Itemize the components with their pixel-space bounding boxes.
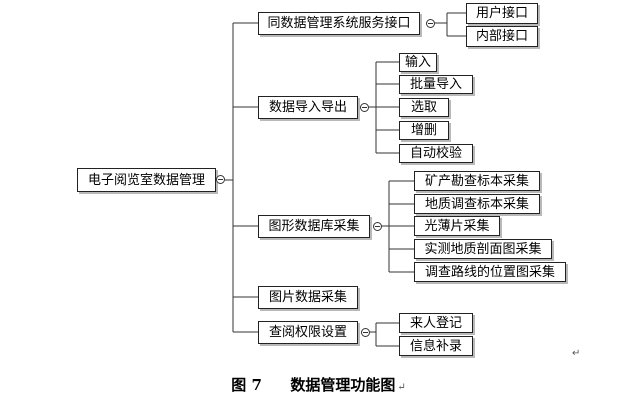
branch-node-graphic-db: 图形数据库采集 — [258, 215, 370, 238]
leaf-node: 内部接口 — [466, 26, 538, 47]
branch-node-image-collection: 图片数据采集 — [258, 286, 358, 309]
branch-label: 图形数据库采集 — [268, 219, 360, 234]
leaf-label: 实测地质剖面图采集 — [424, 241, 542, 257]
root-collapse-icon[interactable] — [216, 175, 225, 184]
branch-node-import-export: 数据导入导出 — [258, 96, 358, 119]
leaf-label: 增删 — [410, 123, 437, 138]
root-node: 电子阅览室数据管理 — [77, 168, 216, 192]
leaf-node: 批量导入 — [399, 75, 473, 94]
branch-label: 数据导入导出 — [268, 100, 347, 115]
branch-collapse-icon[interactable] — [426, 19, 435, 28]
leaf-label: 自动校验 — [409, 146, 462, 161]
branch-label: 查阅权限设置 — [268, 325, 347, 340]
leaf-node: 用户接口 — [466, 3, 538, 24]
caption-return-mark: ↵ — [397, 382, 406, 393]
paragraph-return-mark: ↵ — [572, 348, 581, 359]
leaf-node: 选取 — [399, 98, 449, 117]
leaf-node: 实测地质剖面图采集 — [414, 239, 552, 259]
leaf-node: 信息补录 — [399, 336, 473, 356]
leaf-label: 选取 — [410, 100, 437, 115]
branch-label: 同数据管理系统服务接口 — [267, 16, 411, 31]
caption-label: 图 7 — [231, 376, 262, 394]
branch-collapse-icon[interactable] — [373, 222, 382, 231]
branch-node-service-interface: 同数据管理系统服务接口 — [258, 12, 420, 35]
leaf-node: 输入 — [399, 53, 437, 72]
leaf-label: 调查路线的位置图采集 — [424, 264, 555, 280]
leaf-node: 矿产勘查标本采集 — [414, 171, 540, 191]
leaf-node: 自动校验 — [399, 144, 473, 163]
branch-collapse-icon[interactable] — [361, 328, 370, 337]
leaf-label: 地质调查标本采集 — [424, 196, 529, 212]
leaf-label: 批量导入 — [409, 77, 462, 92]
figure-caption: 图 7 数据管理功能图↵ — [0, 374, 637, 395]
branch-label: 图片数据采集 — [268, 290, 347, 305]
root-node-label: 电子阅览室数据管理 — [87, 172, 205, 188]
leaf-label: 矿产勘查标本采集 — [424, 173, 529, 189]
leaf-label: 光薄片采集 — [424, 218, 490, 234]
leaf-label: 输入 — [405, 55, 432, 70]
leaf-label: 用户接口 — [475, 6, 528, 21]
leaf-node: 光薄片采集 — [414, 216, 500, 236]
branch-collapse-icon[interactable] — [360, 103, 369, 112]
caption-title: 数据管理功能图 — [290, 376, 396, 394]
branch-node-permission: 查阅权限设置 — [258, 321, 358, 344]
leaf-node: 增删 — [399, 121, 449, 140]
leaf-node: 调查路线的位置图采集 — [414, 262, 566, 282]
leaf-label: 来人登记 — [409, 315, 462, 331]
leaf-node: 地质调查标本采集 — [414, 194, 540, 214]
leaf-label: 信息补录 — [409, 338, 462, 354]
leaf-label: 内部接口 — [475, 29, 528, 44]
leaf-node: 来人登记 — [399, 313, 473, 333]
